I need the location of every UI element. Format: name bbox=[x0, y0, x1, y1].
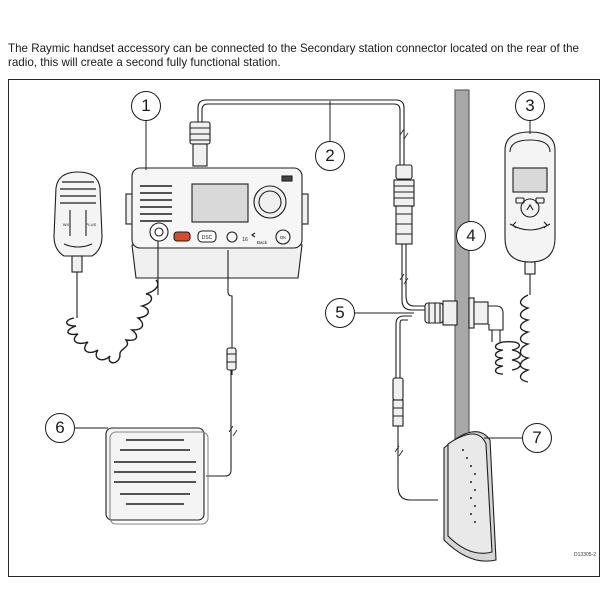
callout-2: 2 bbox=[315, 141, 345, 171]
btn-back-label: Back bbox=[257, 240, 268, 245]
diagram-frame bbox=[8, 79, 600, 577]
callout-5: 5 bbox=[325, 298, 355, 328]
mic-label-right: PLUS bbox=[86, 222, 97, 227]
drawing-code: D13305-2 bbox=[574, 552, 596, 558]
callout-4: 4 bbox=[456, 221, 486, 251]
leader-lines bbox=[75, 101, 531, 439]
cable-to-speaker-7 bbox=[392, 315, 497, 562]
intro-text: The Raymic handset accessory can be conn… bbox=[8, 42, 580, 69]
callout-6: 6 bbox=[45, 413, 75, 443]
extension-speaker bbox=[105, 250, 238, 525]
mic-label-left: WX bbox=[63, 222, 70, 227]
callout-3: 3 bbox=[515, 91, 545, 121]
callout-7: 7 bbox=[522, 423, 552, 453]
raymic-handset bbox=[494, 131, 556, 383]
callout-1: 1 bbox=[131, 91, 161, 121]
btn-16-label: 16 bbox=[242, 237, 248, 243]
vhf-radio: DSC 16 Back OK bbox=[125, 167, 309, 279]
btn-ok-label: OK bbox=[280, 235, 287, 240]
bulkhead-connector bbox=[424, 297, 504, 342]
btn-dsc-label: DSC bbox=[202, 235, 213, 241]
fist-microphone: WX PLUS bbox=[53, 171, 159, 364]
cable-2-extension bbox=[189, 99, 425, 311]
